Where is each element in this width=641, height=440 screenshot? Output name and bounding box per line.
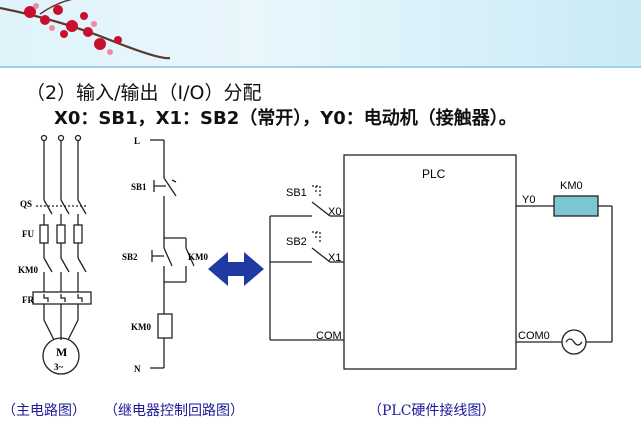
km0-main-label: KM0 xyxy=(18,265,38,275)
plc-x1-label: X1 xyxy=(328,252,341,264)
plc-box xyxy=(343,154,517,370)
plc-sb2-label: SB2 xyxy=(286,236,307,248)
plc-km0-label: KM0 xyxy=(560,180,583,192)
main-circuit-caption: （主电路图） xyxy=(2,403,86,419)
io-assignment-text: X0：SB1，X1：SB2（常开），Y0：电动机（接触器）。 xyxy=(54,108,517,129)
qs-label: QS xyxy=(20,199,32,209)
header-banner xyxy=(0,0,641,68)
relay-n-label: N xyxy=(134,364,141,374)
relay-km0-contact-label: KM0 xyxy=(188,252,208,262)
motor-label: M xyxy=(56,345,67,359)
relay-sb1-label: SB1 xyxy=(131,182,147,192)
header-divider xyxy=(0,66,641,68)
motor-phase-label: 3~ xyxy=(54,362,64,372)
fu-label: FU xyxy=(22,229,34,239)
relay-km0-coil-label: KM0 xyxy=(131,322,151,332)
plc-circuit-caption: （PLC硬件接线图） xyxy=(368,403,496,419)
plc-x0-label: X0 xyxy=(328,206,341,218)
section-heading: （2）输入/输出（I/O）分配 xyxy=(26,82,262,104)
fr-label: FR xyxy=(22,295,34,305)
plc-com-label: COM xyxy=(316,330,342,342)
relay-circuit-caption: （继电器控制回路图） xyxy=(104,403,244,419)
plc-title: PLC xyxy=(422,167,446,181)
relay-sb2-label: SB2 xyxy=(122,252,138,262)
plc-y0-label: Y0 xyxy=(522,194,535,206)
relay-l-label: L xyxy=(134,136,140,146)
plc-com0-label: COM0 xyxy=(518,330,550,342)
plc-sb1-label: SB1 xyxy=(286,187,307,199)
